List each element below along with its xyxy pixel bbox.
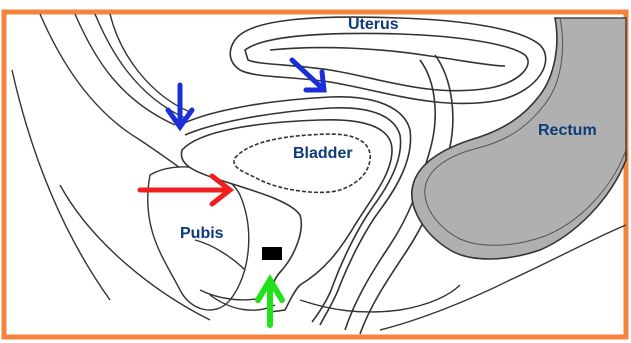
rectum-label: Rectum <box>538 122 597 139</box>
bladder-label: Bladder <box>293 145 353 162</box>
pubis-label: Pubis <box>180 225 224 242</box>
blue-arrow-diagonal-icon <box>292 60 324 90</box>
uterus-label: Uterus <box>348 16 399 33</box>
urethra-marker <box>262 247 282 260</box>
